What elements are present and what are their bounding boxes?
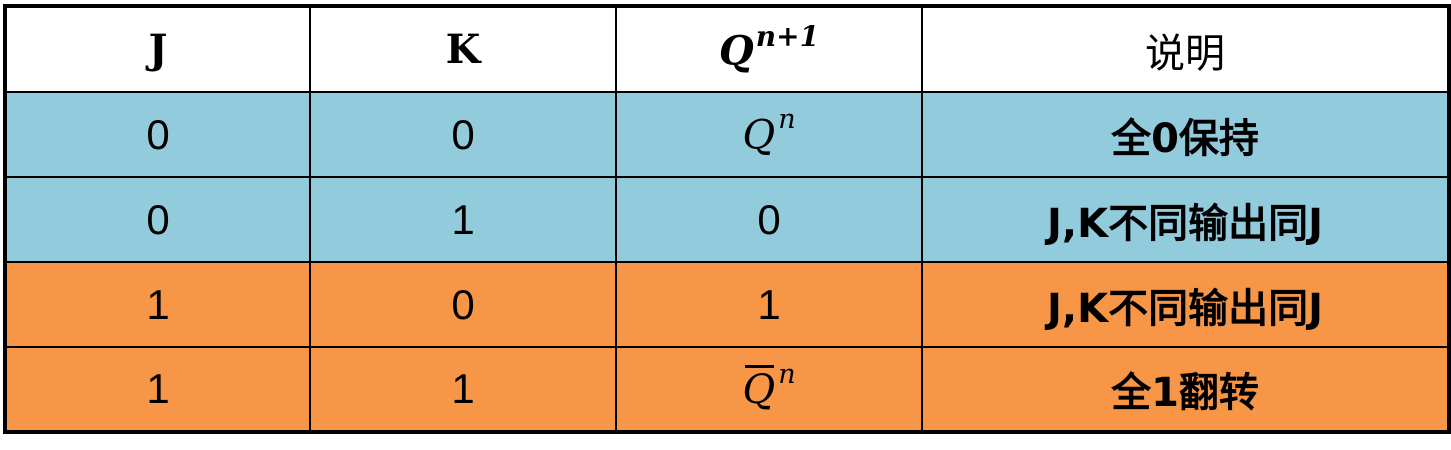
cell-j: 0: [4, 91, 311, 178]
cell-j: 1: [4, 346, 311, 433]
cell-q-base: Q: [742, 112, 776, 159]
cell-note: J,K不同输出同J: [921, 176, 1450, 263]
header-j: J: [4, 5, 311, 93]
table-row: 1 0 1 J,K不同输出同J: [4, 261, 1450, 348]
header-note: 说明: [921, 5, 1450, 93]
header-q-next: Qn+1: [615, 5, 923, 93]
header-q-base: Q: [718, 27, 754, 75]
cell-note: 全0保持: [921, 91, 1450, 178]
cell-k: 0: [309, 91, 617, 178]
cell-j: 0: [4, 176, 311, 263]
cell-k: 1: [309, 176, 617, 263]
table-header-row: J K Qn+1 说明: [4, 5, 1450, 93]
header-k: K: [309, 5, 617, 93]
cell-note: J,K不同输出同J: [921, 261, 1450, 348]
table-row: 0 1 0 J,K不同输出同J: [4, 176, 1450, 263]
cell-q-next: 0: [615, 176, 923, 263]
cell-q-next: 1: [615, 261, 923, 348]
cell-q-sup: n: [778, 104, 796, 136]
cell-k: 1: [309, 346, 617, 433]
header-q-sup: n+1: [755, 20, 820, 54]
cell-j: 1: [4, 261, 311, 348]
cell-k: 0: [309, 261, 617, 348]
cell-q-bar-base: Q: [742, 365, 776, 414]
cell-note: 全1翻转: [921, 346, 1450, 433]
cell-q-sup: n: [778, 358, 796, 390]
